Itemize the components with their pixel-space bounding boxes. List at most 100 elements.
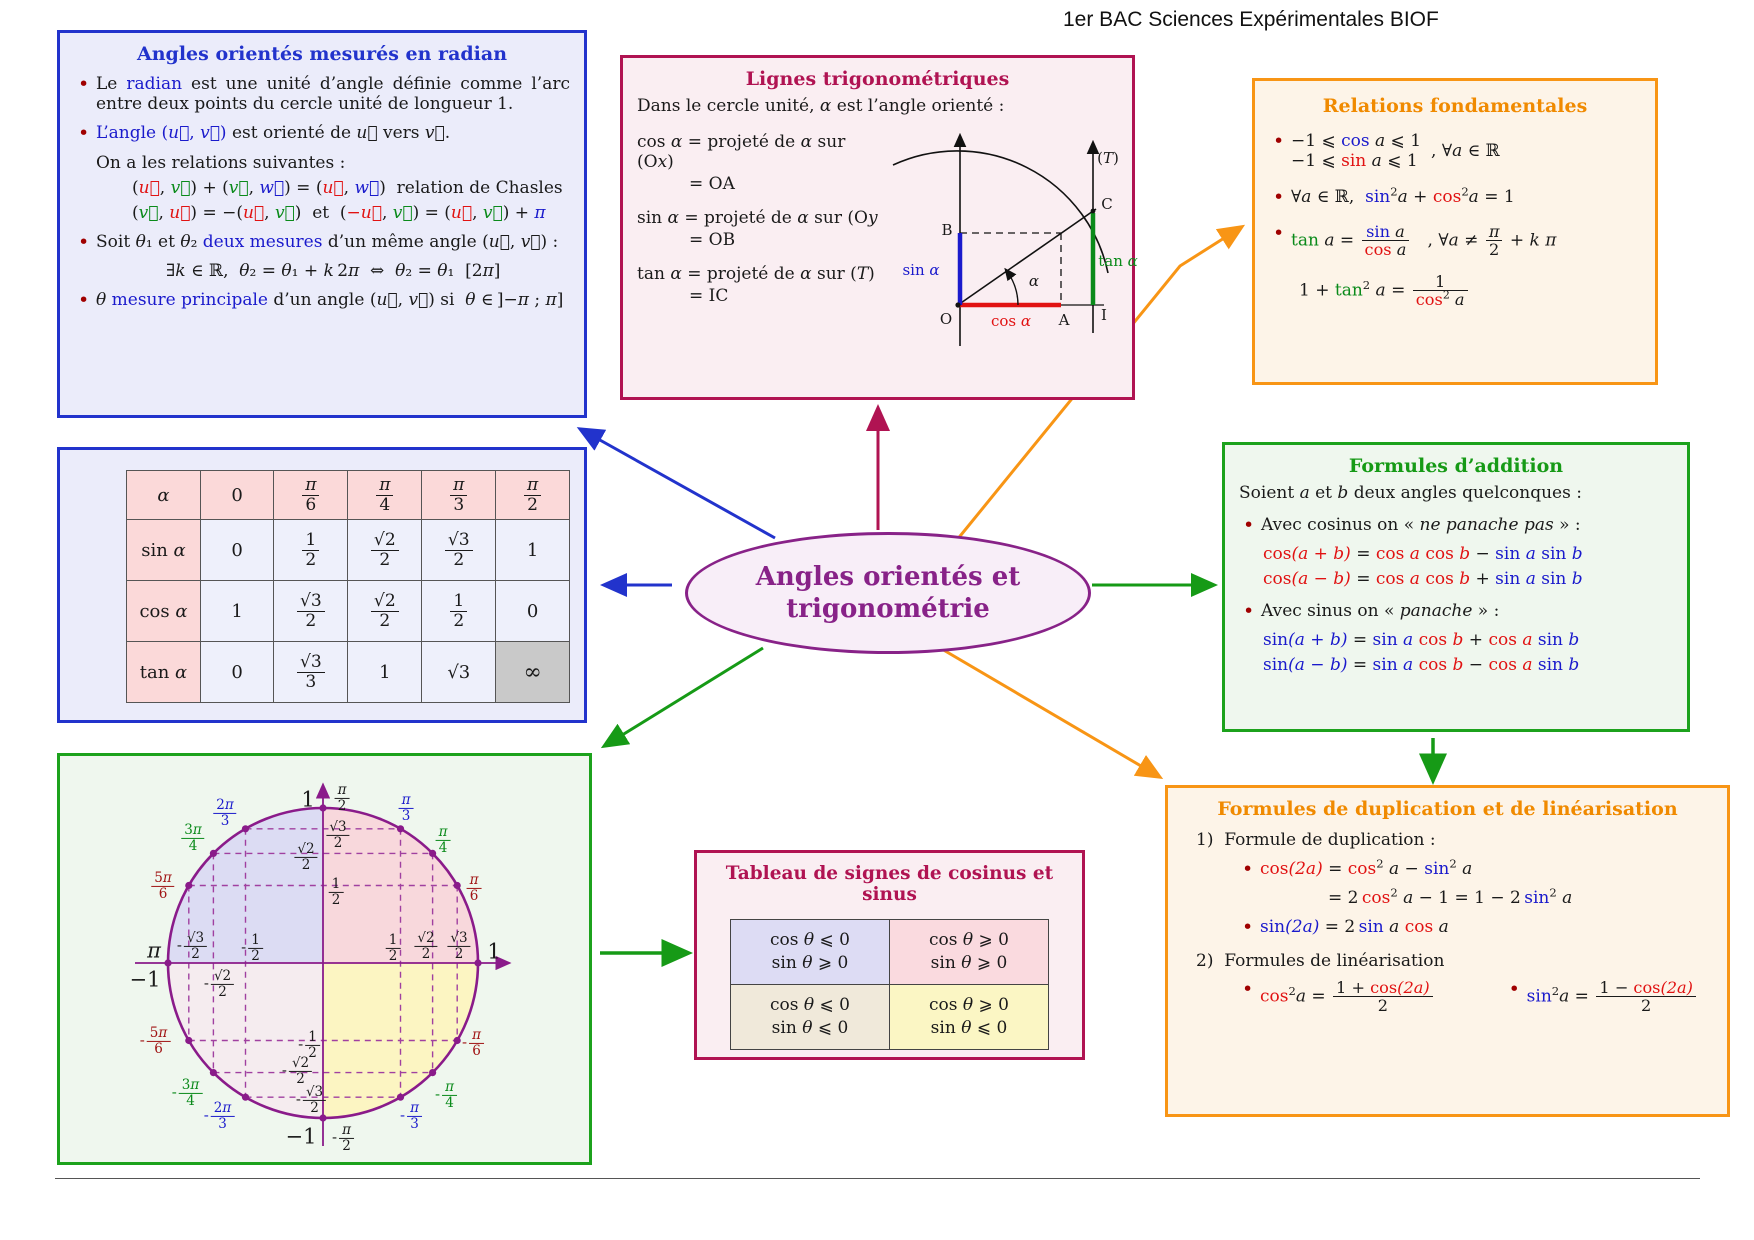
central-topic-line2: trigonométrie bbox=[786, 594, 990, 624]
table-cell: α bbox=[126, 470, 201, 520]
relations-box-title: Relations fondamentales bbox=[1322, 95, 1588, 117]
duplication-section-label: 1) Formule de duplication : bbox=[1196, 830, 1436, 850]
lignes-box-title: Lignes trigonométriques bbox=[745, 68, 1010, 90]
label-C: C bbox=[1101, 195, 1113, 213]
central-topic-ellipse: Angles orientés et trigonométrie bbox=[685, 532, 1091, 654]
relations-intro: On a les relations suivantes : bbox=[96, 153, 346, 173]
addition-box-title: Formules d’addition bbox=[1348, 455, 1564, 477]
label-tan-alpha: tan α bbox=[1098, 252, 1138, 270]
table-cell: tan α bbox=[126, 641, 201, 703]
label-I: I bbox=[1101, 306, 1107, 324]
two-measures-statement: Soit θ₁ et θ₂ deux mesures d’un même ang… bbox=[74, 231, 570, 253]
circle-value-label: −1 bbox=[285, 1124, 317, 1149]
duplication-box-title: Formules de duplication et de linéarisat… bbox=[1217, 798, 1678, 820]
label-sin-alpha: sin α bbox=[902, 261, 940, 279]
opposite-relation: (v⃗, u⃗) = −(u⃗, v⃗) et (−u⃗, v⃗) = (u⃗,… bbox=[132, 203, 546, 223]
label-cos-alpha: cos α bbox=[990, 312, 1032, 330]
addition-intro: Soient a et b deux angles quelconques : bbox=[1239, 483, 1582, 503]
table-cell: 1 bbox=[347, 641, 423, 703]
sin-squared-linearisation: sin2a = 1 − cos(2a)2 bbox=[1505, 978, 1698, 1015]
sin-projection-line: sin α = projeté de α sur (Oy bbox=[637, 208, 878, 228]
signs-box: Tableau de signes de cosinus et sinus co… bbox=[694, 850, 1085, 1060]
sin-2a-formula: sin(2a) = 2 sin a cos a bbox=[1238, 916, 1713, 938]
label-O: O bbox=[939, 310, 953, 328]
page-header-title: 1er BAC Sciences Expérimentales BIOF bbox=[1063, 8, 1439, 31]
cos-diff-formula: cos(a − b) = cos a cos b + sin a sin b bbox=[1263, 569, 1583, 589]
table-cell: 1 bbox=[199, 580, 275, 642]
table-cell: 0 bbox=[495, 580, 570, 642]
radian-box-title: Angles orientés mesurés en radian bbox=[136, 43, 508, 65]
label-B: B bbox=[941, 221, 953, 239]
sin-sum-formula: sin(a + b) = sin a cos b + cos a sin b bbox=[1263, 630, 1580, 650]
point-C bbox=[1090, 208, 1096, 214]
tan-equals-ic: = IC bbox=[689, 286, 729, 306]
label-alpha: α bbox=[1028, 272, 1040, 290]
mini-diagram-svg bbox=[892, 132, 1109, 346]
arrow-to-radian-box bbox=[576, 427, 776, 540]
oriented-angle-definition: L’angle (u⃗, v⃗) est orienté de u⃗ vers … bbox=[74, 122, 570, 144]
cos-2a-formula: cos(2a) = cos2 a − sin2 a bbox=[1238, 858, 1713, 880]
central-topic-line1: Angles orientés et bbox=[755, 561, 1021, 592]
two-measures-formula: ∃k ∈ ℝ, θ₂ = θ₁ + k 2π ⇔ θ₂ = θ₁ [2π] bbox=[166, 261, 501, 281]
table-cell: √3 bbox=[421, 641, 497, 703]
label-T: (T) bbox=[1097, 149, 1119, 167]
table-cell: 0 bbox=[199, 470, 275, 520]
cosine-rule-label: Avec cosinus on « ne panache pas » : bbox=[1239, 514, 1673, 536]
pythagorean-identity: ∀a ∈ ℝ, sin2a + cos2a = 1 bbox=[1269, 186, 1641, 208]
footer-divider-line bbox=[55, 1178, 1700, 1179]
circle-value-label: −1 bbox=[129, 967, 161, 992]
for-all-a-real: , ∀a ∈ ℝ bbox=[1431, 141, 1500, 161]
lignes-box: Lignes trigonométriques Dans le cercle u… bbox=[620, 55, 1138, 400]
relations-box: Relations fondamentales −1 ⩽ cos a ⩽ 1 −… bbox=[1252, 78, 1658, 385]
unit-circle-mini-diagram: (T) B C sin α tan α α O cos α A I bbox=[808, 118, 1138, 400]
label-A: A bbox=[1058, 311, 1070, 329]
radian-definition: Le radian est une unité d’angle définie … bbox=[74, 73, 570, 114]
principal-measure-statement: θ mesure principale d’un angle (u⃗, v⃗) … bbox=[74, 289, 570, 311]
angle-points bbox=[164, 804, 482, 1122]
origin-point bbox=[955, 302, 961, 308]
table-cell: cos α bbox=[126, 580, 201, 642]
linearisation-section-label: 2) Formules de linéarisation bbox=[1196, 951, 1445, 971]
lignes-intro: Dans le cercle unité, α est l’angle orie… bbox=[637, 96, 1005, 116]
arrow-to-duplication-box bbox=[934, 643, 1164, 780]
tan-projection-line: tan α = projeté de α sur (T) bbox=[637, 264, 875, 284]
sin-equals-ob: = OB bbox=[689, 230, 736, 250]
cos-squared-linearisation: cos2a = 1 + cos(2a)2 bbox=[1238, 978, 1435, 1015]
